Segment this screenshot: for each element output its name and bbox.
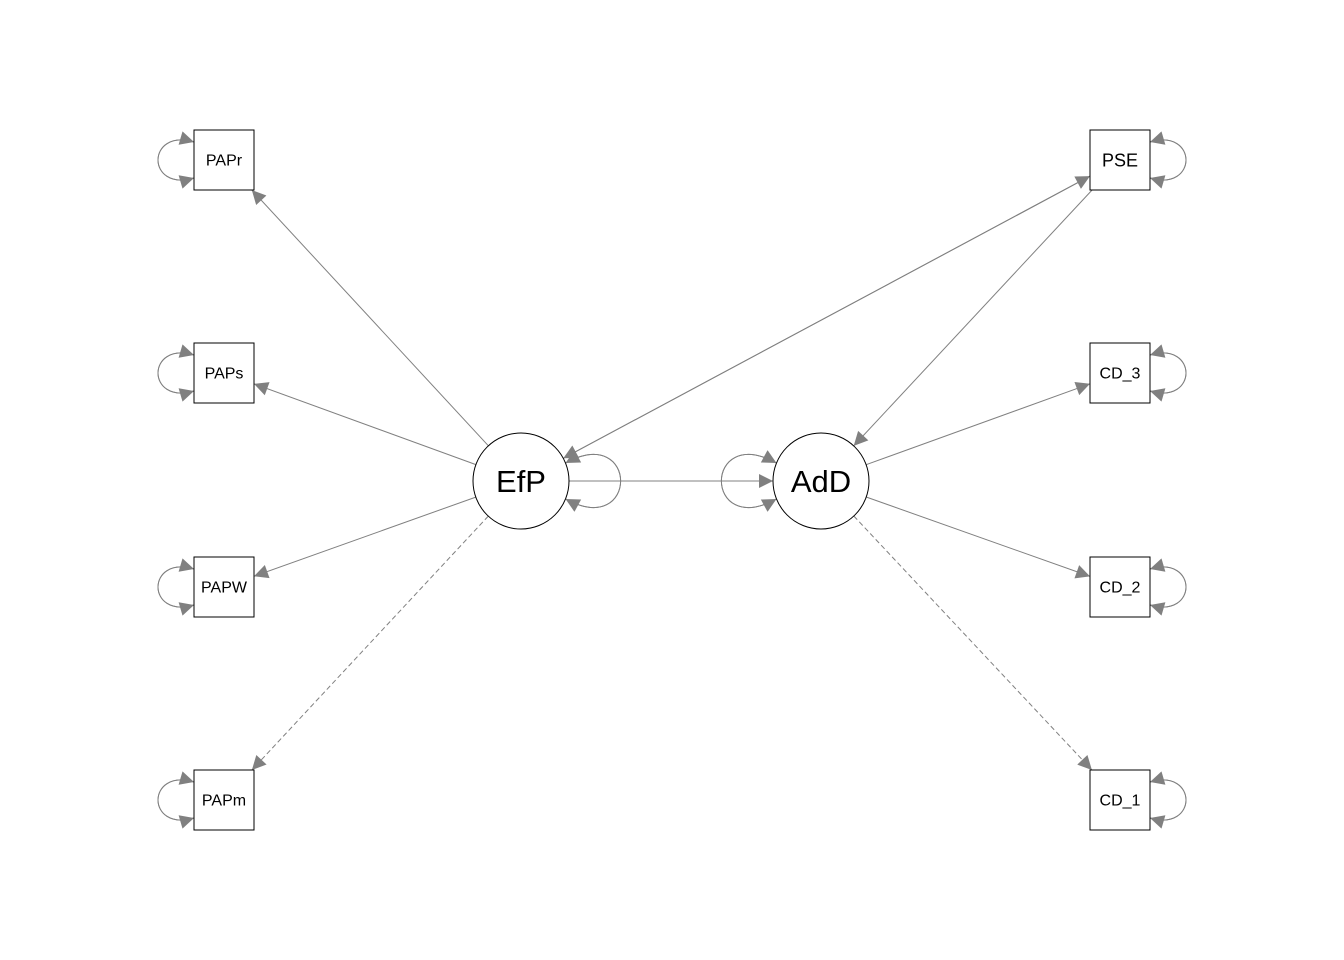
manifest-box-PSE	[1089, 129, 1151, 191]
manifest-box-PAPW	[193, 556, 255, 618]
variance-loop-EfP	[565, 450, 621, 512]
edge-AdD-to-CD_3	[865, 381, 1091, 466]
manifest-node-PAPs: PAPs	[193, 342, 255, 404]
manifest-box-PAPr	[193, 129, 255, 191]
variance-loop-PSE	[1149, 131, 1187, 189]
variance-loop-PAPm	[157, 771, 195, 829]
variance-loop-CD_3	[1149, 344, 1187, 402]
manifest-box-PAPs	[193, 342, 255, 404]
manifest-box-PAPm	[193, 769, 255, 831]
edge-EfP-to-PSE	[563, 175, 1091, 459]
manifest-label-PAPs: PAPs	[205, 366, 244, 383]
edge-PSE-to-AdD	[853, 189, 1093, 447]
edge-EfP-to-PAPW	[253, 496, 476, 579]
variance-loop-PAPs	[157, 344, 195, 402]
manifest-label-PSE: PSE	[1102, 150, 1138, 170]
manifest-node-PAPr: PAPr	[193, 129, 255, 191]
manifest-box-CD_2	[1089, 556, 1151, 618]
manifest-label-CD_1: CD_1	[1100, 793, 1141, 810]
manifest-box-CD_3	[1089, 342, 1151, 404]
manifest-node-CD_1: CD_1	[1089, 769, 1151, 831]
manifest-label-PAPr: PAPr	[206, 153, 243, 170]
edge-EfP-to-PAPr	[251, 189, 489, 447]
manifest-label-PAPW: PAPW	[201, 580, 248, 597]
manifest-label-CD_2: CD_2	[1100, 580, 1141, 597]
variance-loop-CD_1	[1149, 771, 1187, 829]
edge-EfP-to-PAPs	[253, 382, 477, 466]
manifest-box-CD_1	[1089, 769, 1151, 831]
manifest-node-CD_3: CD_3	[1089, 342, 1151, 404]
manifest-label-CD_3: CD_3	[1100, 366, 1141, 383]
variance-loop-PAPW	[157, 558, 195, 616]
latent-node-EfP: EfP	[472, 432, 570, 530]
latent-label-EfP: EfP	[496, 464, 546, 499]
manifest-node-CD_2: CD_2	[1089, 556, 1151, 618]
manifest-node-PAPW: PAPW	[193, 556, 255, 618]
latent-circle-EfP	[472, 432, 570, 530]
manifest-label-PAPm: PAPm	[202, 793, 246, 810]
edge-AdD-to-CD_1	[853, 515, 1093, 771]
variance-loop-PAPr	[157, 131, 195, 189]
edges-layer	[251, 175, 1093, 771]
edge-AdD-to-CD_2	[866, 496, 1091, 579]
variance-loop-AdD	[721, 450, 777, 512]
edge-EfP-to-PAPm	[251, 515, 489, 771]
latent-circle-AdD	[772, 432, 870, 530]
latent-node-AdD: AdD	[772, 432, 870, 530]
latent-label-AdD: AdD	[791, 464, 851, 499]
manifest-node-PAPm: PAPm	[193, 769, 255, 831]
variance-loop-CD_2	[1149, 558, 1187, 616]
self-loops-layer	[157, 131, 1187, 829]
manifest-node-PSE: PSE	[1089, 129, 1151, 191]
